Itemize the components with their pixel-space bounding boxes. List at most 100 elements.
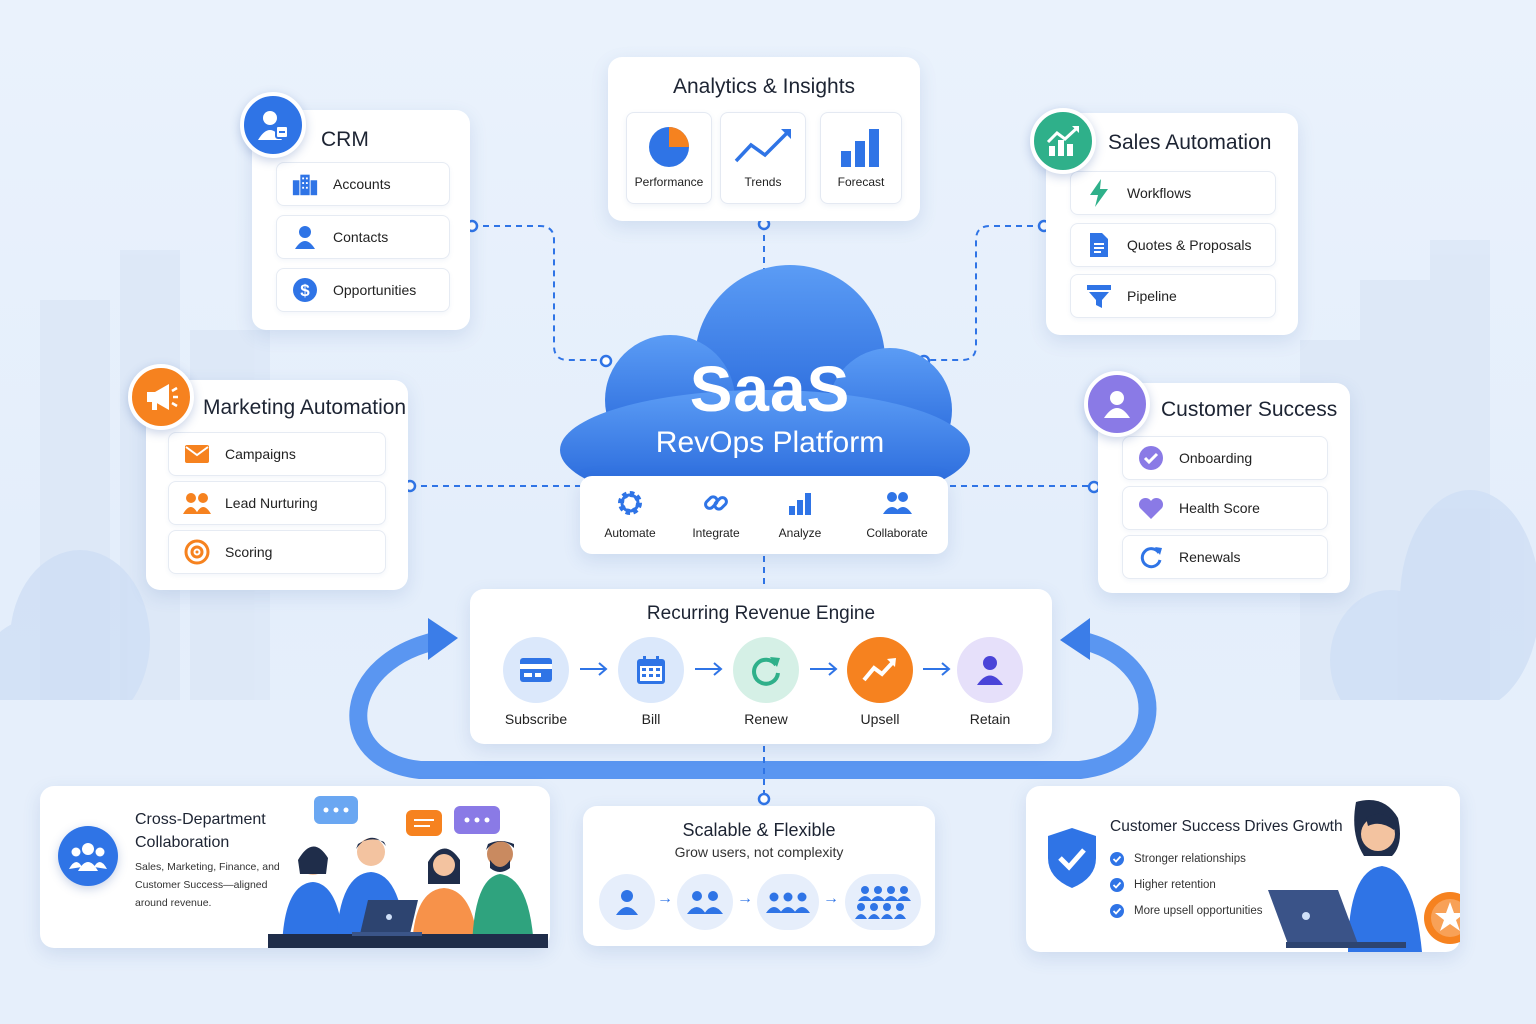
- envelope-icon: [183, 440, 211, 468]
- platform-subtitle: RevOps Platform: [655, 426, 885, 459]
- dollar-icon: $: [291, 276, 319, 304]
- marketing-item-lead-nurturing[interactable]: Lead Nurturing: [168, 481, 386, 525]
- revenue-engine-card: Recurring Revenue Engine Subscribe Bill …: [470, 589, 1052, 744]
- scalable-card: Scalable & Flexible Grow users, not comp…: [583, 806, 935, 946]
- growth-item: Higher retention: [1110, 878, 1263, 892]
- action-automate[interactable]: Automate: [594, 488, 666, 542]
- crm-item-contacts[interactable]: Contacts: [276, 215, 450, 259]
- contact-card-icon: [258, 111, 289, 140]
- check-circle-icon: [1110, 878, 1124, 892]
- many-users-icon: [845, 874, 921, 930]
- marketing-badge: [128, 364, 194, 430]
- sales-item-pipeline[interactable]: Pipeline: [1070, 274, 1276, 318]
- marketing-card: Marketing Automation Campaigns Lead Nurt…: [146, 380, 408, 590]
- team-icon: [69, 843, 107, 871]
- target-icon: [183, 538, 211, 566]
- trend-line-icon: [734, 129, 791, 163]
- check-circle-icon: [1110, 904, 1124, 918]
- growth-card: Customer Success Drives Growth Stronger …: [1026, 786, 1460, 952]
- bar-chart-icon: [789, 493, 811, 515]
- crm-title: CRM: [321, 128, 369, 151]
- success-item-health-score[interactable]: Health Score: [1122, 486, 1328, 530]
- success-item-renewals[interactable]: Renewals: [1122, 535, 1328, 579]
- growth-list: Stronger relationships Higher retention …: [1110, 852, 1263, 930]
- platform-actions-bar: Automate Integrate Analyze Collaborate: [580, 476, 948, 554]
- lightning-icon: [1085, 179, 1113, 207]
- renew-icon: [733, 637, 799, 703]
- person-icon: [291, 223, 319, 251]
- crm-item-accounts[interactable]: Accounts: [276, 162, 450, 206]
- analytics-title: Analytics & Insights: [672, 75, 856, 98]
- growth-item: Stronger relationships: [1110, 852, 1263, 866]
- woman-with-laptop-illustration: [1268, 800, 1460, 952]
- buildings-icon: [291, 170, 319, 198]
- action-collaborate[interactable]: Collaborate: [854, 488, 940, 542]
- team-icon: [883, 492, 912, 514]
- bar-chart-icon: [841, 129, 879, 167]
- analytics-card: Analytics & Insights Performance Trends …: [608, 57, 920, 221]
- document-icon: [1085, 231, 1113, 259]
- tile-performance[interactable]: Performance: [626, 112, 712, 204]
- marketing-item-scoring[interactable]: Scoring: [168, 530, 386, 574]
- check-circle-icon: [1110, 852, 1124, 866]
- arrow-right-icon: [580, 662, 608, 676]
- sales-badge: [1030, 108, 1096, 174]
- arrow-right-icon: [923, 662, 951, 676]
- step-subscribe[interactable]: Subscribe: [496, 637, 576, 729]
- growth-chart-icon: [1046, 126, 1079, 156]
- step-bill[interactable]: Bill: [611, 637, 691, 729]
- revenue-engine-title: Recurring Revenue Engine: [646, 603, 876, 624]
- tile-forecast[interactable]: Forecast: [820, 112, 902, 204]
- heart-icon: [1137, 494, 1165, 522]
- action-analyze[interactable]: Analyze: [764, 488, 836, 542]
- arrow-right-icon: →: [737, 890, 753, 907]
- sales-title: Sales Automation: [1108, 131, 1272, 154]
- link-icon: [704, 495, 728, 511]
- gear-icon: [618, 491, 642, 515]
- growth-item: More upsell opportunities: [1110, 904, 1263, 918]
- team-badge: [58, 826, 118, 886]
- sales-item-workflows[interactable]: Workflows: [1070, 171, 1276, 215]
- crm-badge: [240, 92, 306, 158]
- three-users-icon: [757, 874, 819, 930]
- action-integrate[interactable]: Integrate: [680, 488, 752, 542]
- two-users-icon: [677, 874, 733, 930]
- tile-trends[interactable]: Trends: [720, 112, 806, 204]
- arrow-right-icon: →: [823, 890, 839, 907]
- svg-text:$: $: [300, 281, 310, 300]
- sales-item-quotes[interactable]: Quotes & Proposals: [1070, 223, 1276, 267]
- funnel-icon: [1085, 282, 1113, 310]
- step-renew[interactable]: Renew: [726, 637, 806, 729]
- scalable-title: Scalable & Flexible: [682, 820, 836, 840]
- shield-check-icon: [1048, 828, 1096, 888]
- arrow-right-icon: →: [657, 890, 673, 907]
- growth-title: Customer Success Drives Growth: [1110, 818, 1343, 835]
- platform-title: SaaS: [689, 353, 851, 425]
- calendar-icon: [618, 637, 684, 703]
- credit-card-icon: [503, 637, 569, 703]
- success-badge: [1084, 371, 1150, 437]
- people-icon: [183, 489, 211, 517]
- success-title: Customer Success: [1161, 398, 1338, 421]
- crm-item-opportunities[interactable]: $ Opportunities: [276, 268, 450, 312]
- step-upsell[interactable]: Upsell: [840, 637, 920, 729]
- one-user-icon: [599, 874, 655, 930]
- team-meeting-illustration: [268, 796, 548, 948]
- crm-card: CRM Accounts Contacts $ Opportunities: [252, 110, 470, 330]
- marketing-item-campaigns[interactable]: Campaigns: [168, 432, 386, 476]
- success-item-onboarding[interactable]: Onboarding: [1122, 436, 1328, 480]
- arrow-right-icon: [695, 662, 723, 676]
- step-retain[interactable]: Retain: [950, 637, 1030, 729]
- refresh-icon: [1137, 543, 1165, 571]
- arrow-right-icon: [810, 662, 838, 676]
- upsell-trend-icon: [847, 637, 913, 703]
- marketing-title: Marketing Automation: [203, 396, 407, 419]
- scalable-subtitle: Grow users, not complexity: [674, 844, 844, 860]
- check-circle-icon: [1137, 444, 1165, 472]
- user-icon: [957, 637, 1023, 703]
- pie-chart-icon: [649, 127, 689, 167]
- user-icon: [1104, 391, 1130, 418]
